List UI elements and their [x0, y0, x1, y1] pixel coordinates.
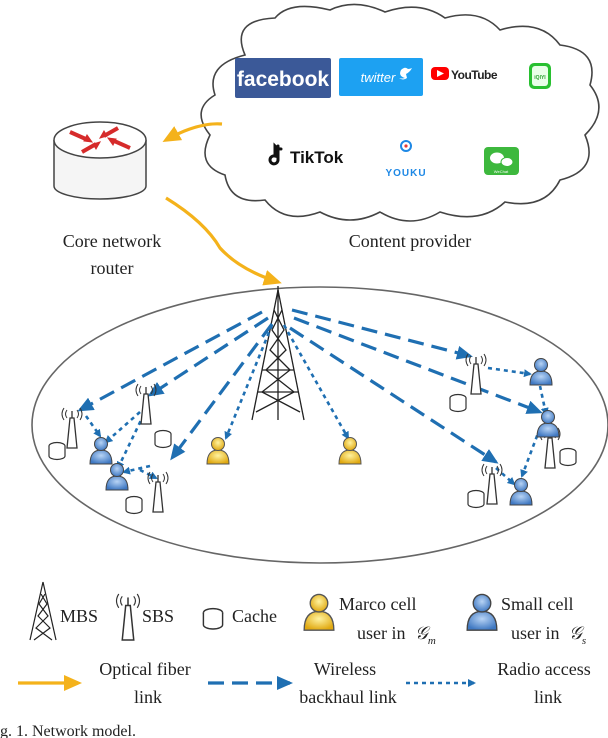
legend-mbs-icon	[29, 581, 57, 641]
cache-icon	[125, 495, 143, 515]
macro-cell-user-icon	[206, 437, 230, 465]
youtube-logo: YouTube	[431, 67, 498, 82]
wechat-label: WeChat	[494, 169, 509, 174]
sbs-node	[147, 471, 169, 513]
optical-link-cloud-router	[162, 122, 223, 142]
youku-logo: YOUKU	[385, 140, 426, 179]
small-cell-user-icon	[89, 437, 113, 465]
legend-optical-line2: link	[134, 687, 162, 707]
wechat-logo: WeChat	[484, 147, 519, 175]
small-cell-user-icon	[536, 410, 560, 438]
legend-wireless-line2: backhaul link	[299, 687, 396, 707]
coverage-area	[31, 286, 608, 564]
sbs-node	[135, 383, 157, 425]
wireless-backhaul-links	[77, 308, 543, 464]
radio-access-links	[84, 324, 549, 486]
legend-small-user-symbol: 𝒢	[569, 623, 585, 643]
sbs-node	[61, 407, 83, 449]
bird-icon	[399, 67, 412, 80]
small-cell-user-icon	[509, 478, 533, 506]
twitter-label: twitter	[361, 70, 396, 85]
figure-caption: g. 1. Network model.	[0, 723, 136, 738]
legend-cache-icon	[202, 607, 224, 630]
small-cell-user-icon	[105, 463, 129, 491]
legend-cache-label: Cache	[232, 606, 277, 626]
cloud-shape	[200, 3, 600, 222]
legend-macro-user-line1: Marco cell	[339, 594, 416, 614]
legend-macro-user-sub: m	[428, 635, 436, 647]
legend-wireless-line1: Wireless	[314, 659, 376, 679]
mbs-tower-icon	[251, 286, 305, 421]
iqiyi-logo: iQIYI	[529, 63, 551, 89]
cache-icon	[48, 441, 66, 461]
tiktok-label: TikTok	[290, 148, 344, 167]
content-provider-label: Content provider	[349, 231, 471, 251]
legend-radio-line2: link	[534, 687, 562, 707]
chat-bubble-icon	[490, 152, 504, 164]
sbs-node	[481, 463, 503, 505]
legend-macro-user-icon	[303, 593, 335, 631]
twitter-logo: twitter	[339, 58, 423, 96]
small-cell-user-icon	[529, 358, 553, 386]
legend-small-user-text: user in	[511, 623, 560, 643]
legend-sbs-icon	[115, 593, 141, 641]
facebook-label: facebook	[237, 68, 330, 91]
legend-small-user-line1: Small cell	[501, 594, 573, 614]
cache-icon	[467, 489, 485, 509]
legend-optical-line1: Optical fiber	[99, 659, 190, 679]
sbs-node	[465, 353, 487, 395]
legend-macro-user-line2: user in 𝒢m	[357, 623, 436, 647]
legend-mbs-label: MBS	[60, 606, 98, 626]
note-icon	[268, 142, 283, 166]
router-icon	[53, 121, 147, 200]
router-label-line2: router	[91, 258, 134, 278]
play-icon	[437, 70, 444, 77]
macro-cell-user-icon	[338, 437, 362, 465]
legend-macro-user-text: user in	[357, 623, 406, 643]
optical-link-router-mbs	[165, 196, 282, 286]
cache-icon	[154, 429, 172, 449]
router-label-line1: Core network	[63, 231, 161, 251]
facebook-logo: facebook	[235, 58, 331, 98]
legend-radio-line1: Radio access	[497, 659, 590, 679]
legend-small-user-sub: s	[582, 635, 586, 647]
youku-label: YOUKU	[385, 168, 426, 179]
iqiyi-label: iQIYI	[534, 75, 546, 81]
legend-sbs-label: SBS	[142, 606, 174, 626]
legend-small-user-line2: user in 𝒢s	[511, 623, 586, 647]
legend-small-user-icon	[466, 593, 498, 631]
cache-icon	[449, 393, 467, 413]
legend-macro-user-symbol: 𝒢	[415, 623, 431, 643]
tiktok-logo: TikTok	[268, 142, 344, 167]
youtube-label: YouTube	[451, 68, 498, 82]
cache-icon	[559, 447, 577, 467]
